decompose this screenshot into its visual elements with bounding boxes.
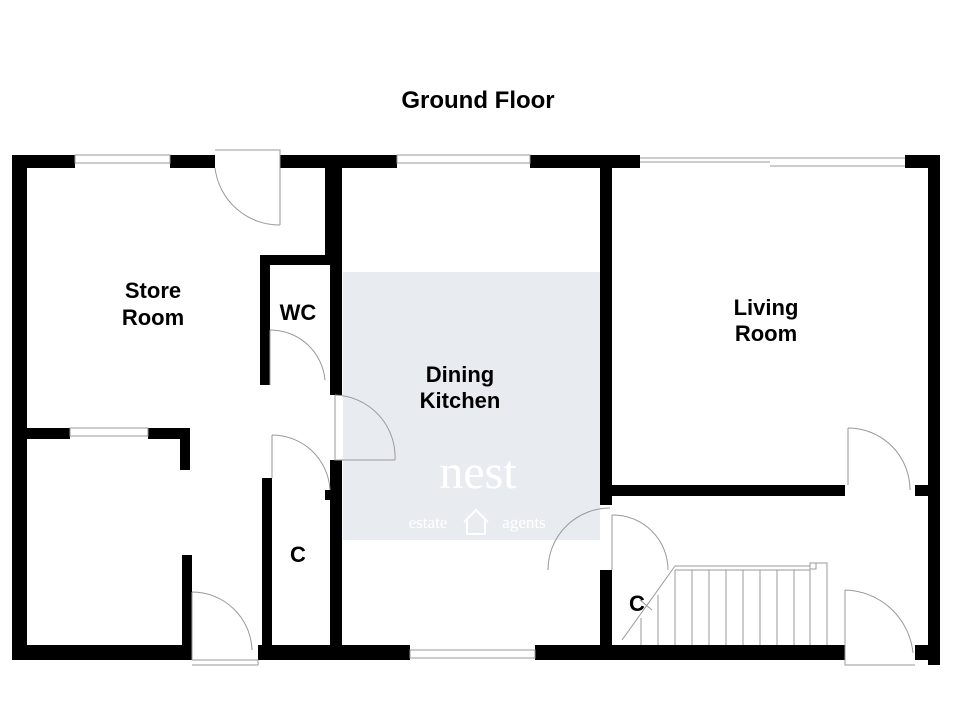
highlight-area bbox=[343, 272, 600, 540]
watermark-tagline-right: agents bbox=[502, 513, 545, 532]
staircase bbox=[621, 562, 828, 645]
room-label-living: Living bbox=[734, 295, 799, 320]
door bbox=[847, 427, 911, 491]
door bbox=[269, 329, 326, 385]
window bbox=[74, 154, 171, 164]
watermark-logo: nest estate agents bbox=[409, 446, 546, 535]
watermark-tagline-left: estate bbox=[409, 513, 448, 532]
door bbox=[334, 394, 396, 461]
room-label-cupboard: C bbox=[290, 542, 306, 567]
room-label-store-2: Room bbox=[122, 305, 184, 330]
room-label-wc: WC bbox=[280, 300, 317, 325]
room-label-living-2: Room bbox=[735, 321, 797, 346]
window bbox=[409, 649, 536, 659]
window bbox=[69, 427, 149, 437]
door bbox=[547, 507, 669, 571]
house-icon bbox=[463, 508, 489, 535]
door bbox=[191, 591, 259, 666]
room-label-store: Store bbox=[125, 278, 181, 303]
door bbox=[214, 149, 281, 226]
door bbox=[844, 589, 915, 666]
room-label-dining: Dining bbox=[426, 362, 494, 387]
door bbox=[271, 434, 331, 491]
window bbox=[396, 154, 531, 164]
fixtures bbox=[69, 149, 915, 666]
room-label-cupboard-stairs: C bbox=[629, 591, 645, 616]
watermark-brand: nest bbox=[439, 446, 517, 499]
room-label-kitchen: Kitchen bbox=[420, 388, 501, 413]
walls bbox=[12, 155, 940, 665]
floor-title: Ground Floor bbox=[401, 87, 554, 114]
